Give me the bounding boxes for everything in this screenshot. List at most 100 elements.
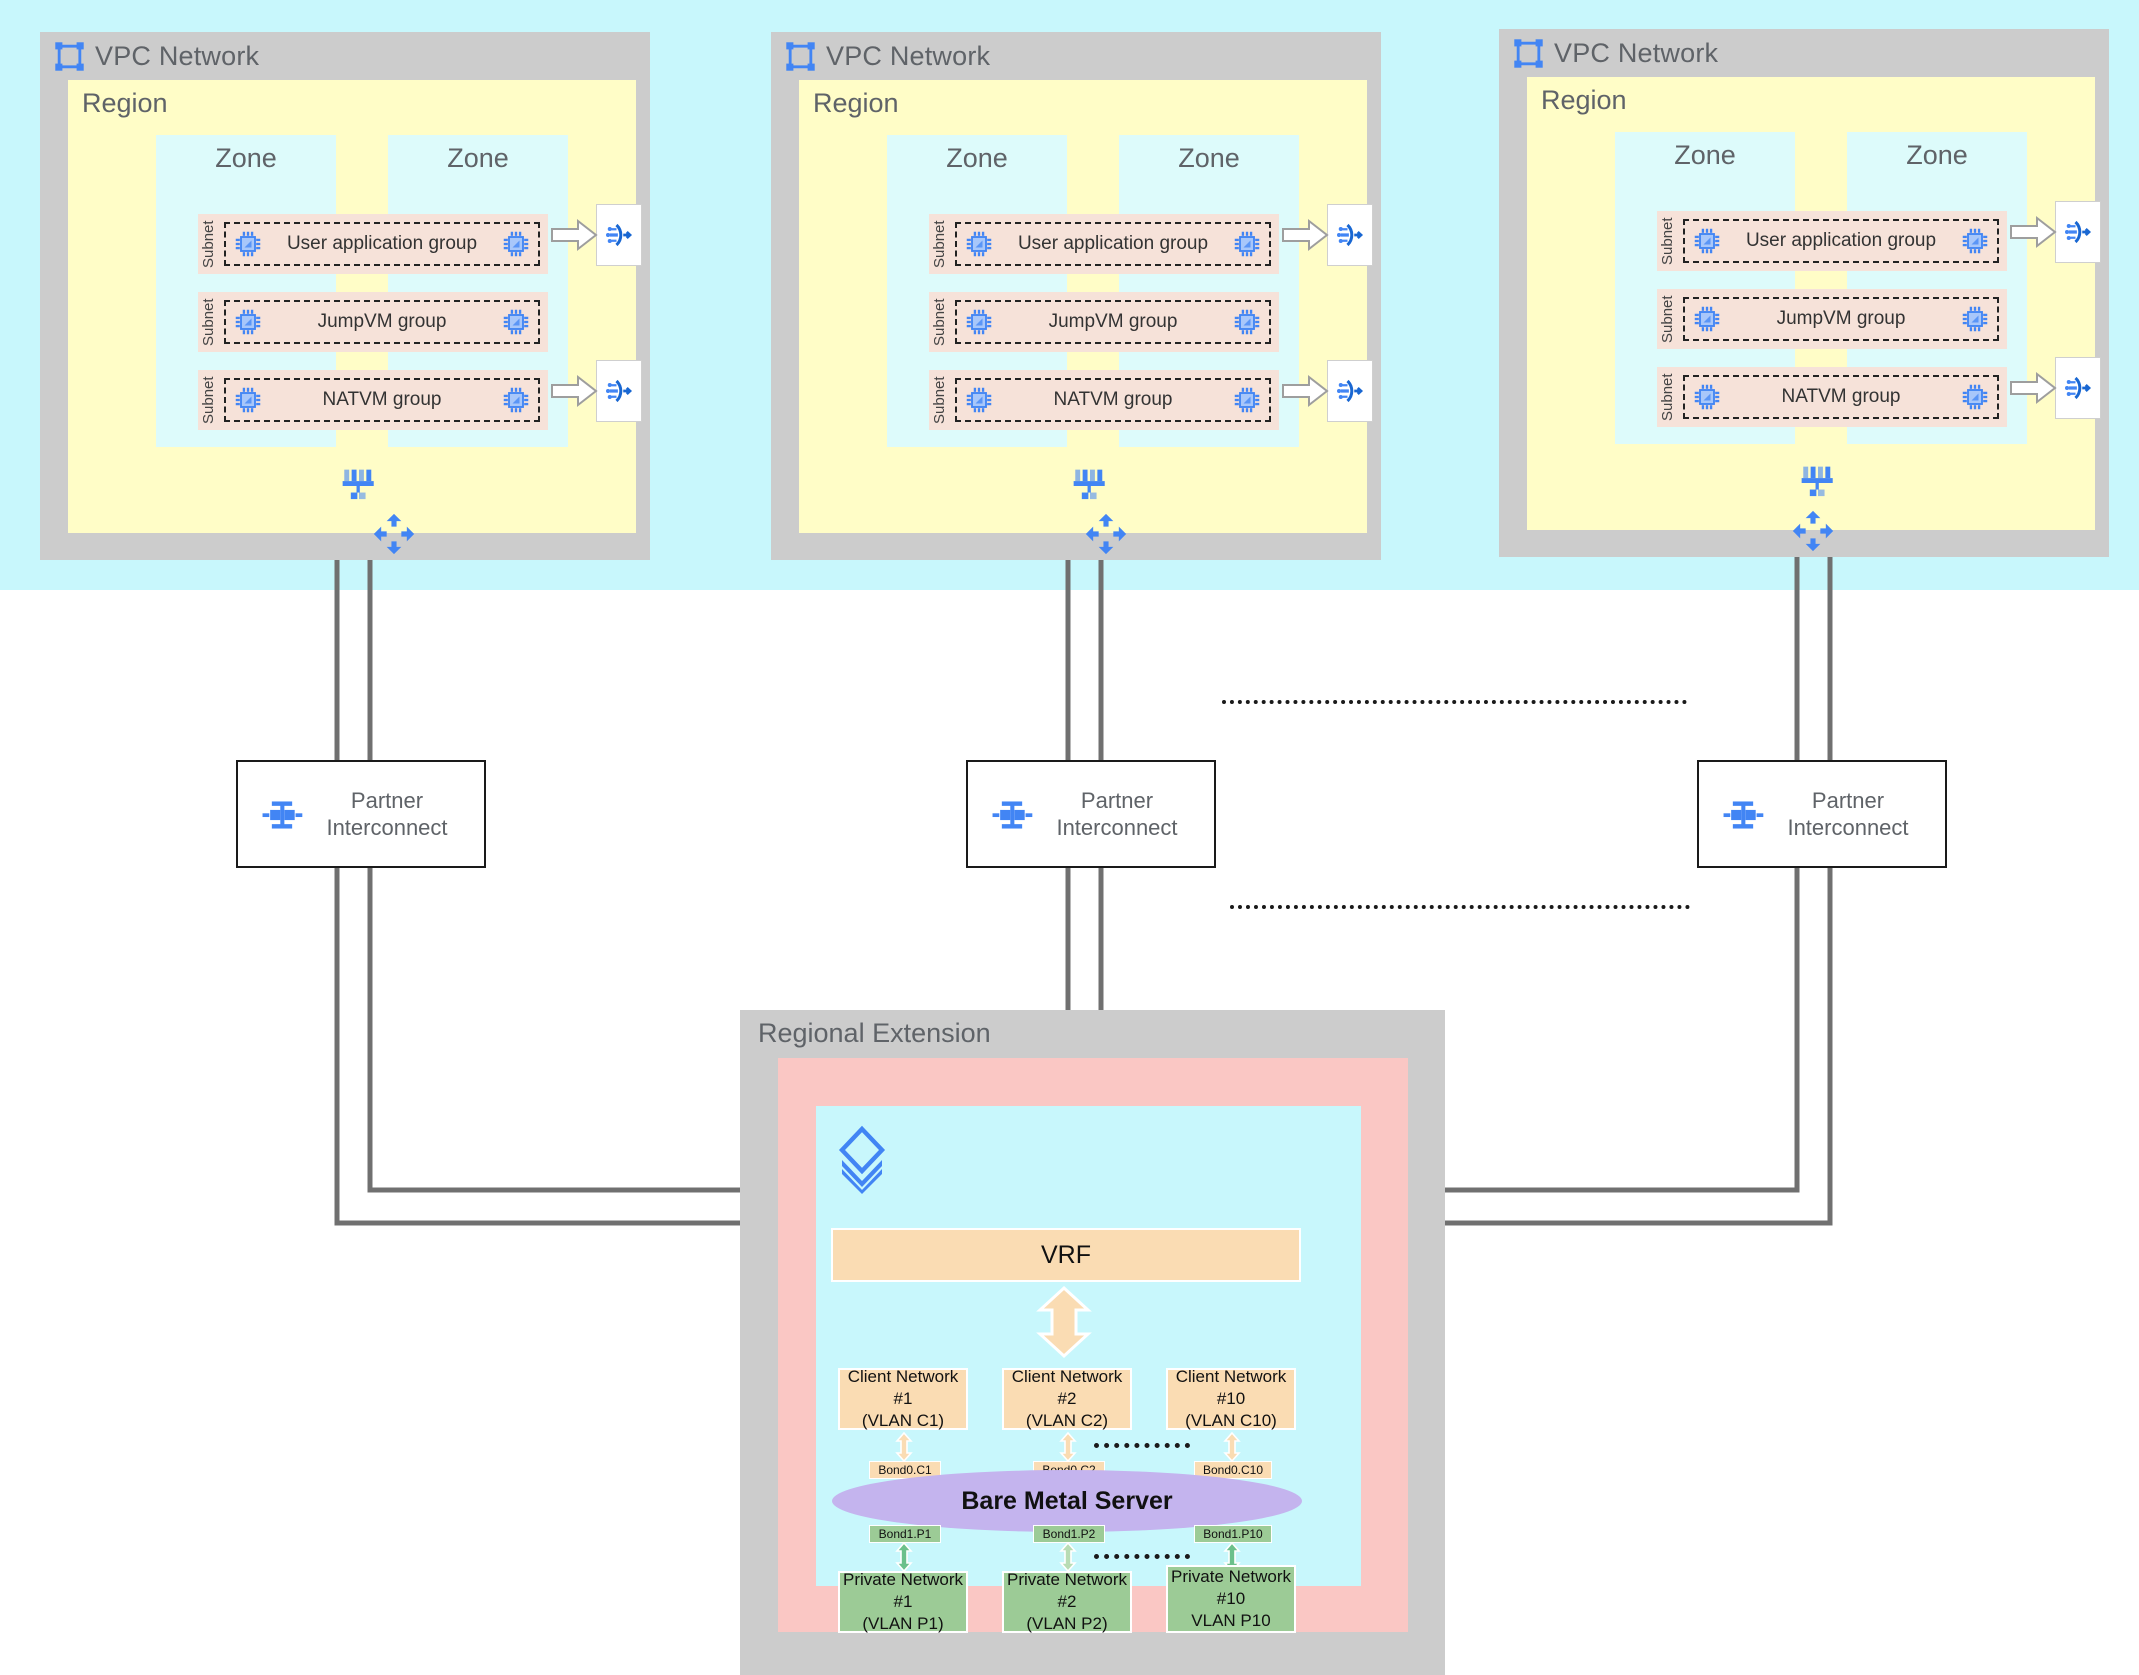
subnet-label-1-1: Subnet — [200, 298, 217, 346]
group-box-1-2: NATVM group — [224, 378, 540, 422]
vm-chip-icon — [965, 230, 993, 258]
zone-title-2a: Zone — [946, 143, 1008, 173]
group-box-3-2: NATVM group — [1683, 375, 1999, 419]
partner-interconnect-box-1[interactable]: Partner Interconnect — [236, 760, 486, 868]
subnet-label-2-0: Subnet — [931, 220, 948, 268]
group-box-2-0: User application group — [955, 222, 1271, 266]
region-container-1: Region Zone Zone Subnet User application… — [68, 80, 636, 533]
group-label-2-2: NATVM group — [1053, 389, 1173, 410]
region-title-3: Region — [1541, 85, 1627, 115]
private-ellipsis-dots — [1094, 1554, 1190, 1559]
subnet-row-3-2: Subnet NATVM group — [1657, 367, 2007, 427]
group-label-1-0: User application group — [286, 233, 478, 254]
client-link-arrow-2 — [1059, 1431, 1077, 1463]
vpc-title-3: VPC Network — [1554, 38, 1719, 68]
client-network-box-1[interactable]: Client Network #1 (VLAN C1) — [838, 1367, 968, 1430]
partner-interconnect-box-3[interactable]: Partner Interconnect — [1697, 760, 1947, 868]
cloud-nat-icon — [2065, 376, 2092, 400]
group-label-1-1: JumpVM group — [317, 311, 447, 332]
cloud-nat-card-3-0 — [2055, 201, 2101, 263]
group-box-1-0: User application group — [224, 222, 540, 266]
flow-arrow-2-2 — [1282, 374, 1329, 408]
vm-chip-icon — [1693, 227, 1721, 255]
partner-interconnect-label-3: Partner Interconnect — [1787, 787, 1909, 841]
client-link-arrow-1 — [895, 1431, 913, 1463]
vm-chip-icon — [1693, 383, 1721, 411]
ellipsis-dotline-top — [1222, 700, 1687, 704]
vpc-header-1: VPC Network — [54, 41, 259, 72]
interconnect-icon — [990, 796, 1034, 834]
regional-extension-cyan-layer: VRF Client Network #1 (VLAN C1) Client N… — [816, 1106, 1361, 1633]
group-label-1-2: NATVM group — [322, 389, 442, 410]
vm-chip-icon — [1693, 305, 1721, 333]
region-title-1: Region — [82, 88, 168, 118]
region-container-3: Region Zone Zone Subnet User application… — [1527, 77, 2095, 530]
subnet-row-2-0: Subnet User application group — [929, 214, 1279, 274]
vm-chip-icon — [502, 308, 530, 336]
client-ellipsis-dots — [1094, 1443, 1190, 1448]
flow-arrow-1-2 — [551, 374, 598, 408]
subnet-row-2-2: Subnet NATVM group — [929, 370, 1279, 430]
vrf-box[interactable]: VRF — [831, 1228, 1301, 1282]
vm-chip-icon — [965, 386, 993, 414]
private-network-box-10[interactable]: Private Network #10 VLAN P10 — [1166, 1565, 1296, 1633]
regional-extension-pink-layer: VRF Client Network #1 (VLAN C1) Client N… — [778, 1058, 1408, 1633]
client-link-arrow-10 — [1223, 1431, 1241, 1463]
client-network-box-10[interactable]: Client Network #10 (VLAN C10) — [1166, 1367, 1296, 1430]
vm-chip-icon — [234, 308, 262, 336]
subnet-label-3-1: Subnet — [1659, 295, 1676, 343]
zone-title-3b: Zone — [1906, 140, 1968, 170]
subnet-row-3-0: Subnet User application group — [1657, 211, 2007, 271]
vm-chip-icon — [234, 230, 262, 258]
cloud-nat-card-1-0 — [596, 204, 642, 266]
cloud-nat-icon — [2065, 220, 2092, 244]
subnet-switch-icon — [338, 468, 380, 504]
cloud-router-icon-3 — [1791, 509, 1835, 553]
vm-chip-icon — [1961, 305, 1989, 333]
cloud-nat-card-3-2 — [2055, 357, 2101, 419]
flow-arrow-2-0 — [1282, 218, 1329, 252]
group-label-2-0: User application group — [1017, 233, 1209, 254]
vpc-network-icon — [54, 41, 85, 72]
vm-chip-icon — [1233, 386, 1261, 414]
region-container-2: Region Zone Zone Subnet User application… — [799, 80, 1367, 533]
vm-chip-icon — [965, 308, 993, 336]
vm-chip-icon — [1233, 230, 1261, 258]
vpc-header-3: VPC Network — [1513, 38, 1718, 69]
cloud-nat-icon — [1337, 379, 1364, 403]
group-label-3-0: User application group — [1745, 230, 1937, 251]
ellipsis-dotline-bottom — [1230, 905, 1690, 909]
subnet-row-1-1: Subnet JumpVM group — [198, 292, 548, 352]
vm-chip-icon — [502, 230, 530, 258]
zone-title-3a: Zone — [1674, 140, 1736, 170]
subnet-row-3-1: Subnet JumpVM group — [1657, 289, 2007, 349]
subnet-label-3-0: Subnet — [1659, 217, 1676, 265]
partner-interconnect-label-2: Partner Interconnect — [1056, 787, 1178, 841]
vm-chip-icon — [1233, 308, 1261, 336]
regional-extension-title: Regional Extension — [758, 1018, 991, 1048]
group-label-3-1: JumpVM group — [1776, 308, 1906, 329]
cloud-nat-card-1-2 — [596, 360, 642, 422]
interconnect-icon — [1721, 796, 1765, 834]
zone-title-1a: Zone — [215, 143, 277, 173]
group-box-3-1: JumpVM group — [1683, 297, 1999, 341]
bare-metal-server[interactable]: Bare Metal Server — [832, 1470, 1302, 1532]
partner-interconnect-box-2[interactable]: Partner Interconnect — [966, 760, 1216, 868]
layers-stack-icon — [834, 1125, 890, 1194]
vpc-network-icon — [785, 41, 816, 72]
subnet-label-1-0: Subnet — [200, 220, 217, 268]
cloud-nat-card-2-0 — [1327, 204, 1373, 266]
bond-tag-p10: Bond1.P10 — [1194, 1525, 1272, 1543]
private-link-arrow-2 — [1059, 1541, 1077, 1573]
cloud-router-icon-2 — [1084, 512, 1128, 556]
private-network-box-1[interactable]: Private Network #1 (VLAN P1) — [838, 1570, 968, 1633]
bond-tag-p2: Bond1.P2 — [1033, 1525, 1105, 1543]
bond-tag-c1: Bond0.C1 — [869, 1461, 941, 1479]
vpc-header-2: VPC Network — [785, 41, 990, 72]
bond-tag-p1: Bond1.P1 — [869, 1525, 941, 1543]
subnet-row-2-1: Subnet JumpVM group — [929, 292, 1279, 352]
private-network-box-2[interactable]: Private Network #2 (VLAN P2) — [1002, 1570, 1132, 1633]
client-network-box-2[interactable]: Client Network #2 (VLAN C2) — [1002, 1367, 1132, 1430]
subnet-label-2-1: Subnet — [931, 298, 948, 346]
group-box-2-2: NATVM group — [955, 378, 1271, 422]
